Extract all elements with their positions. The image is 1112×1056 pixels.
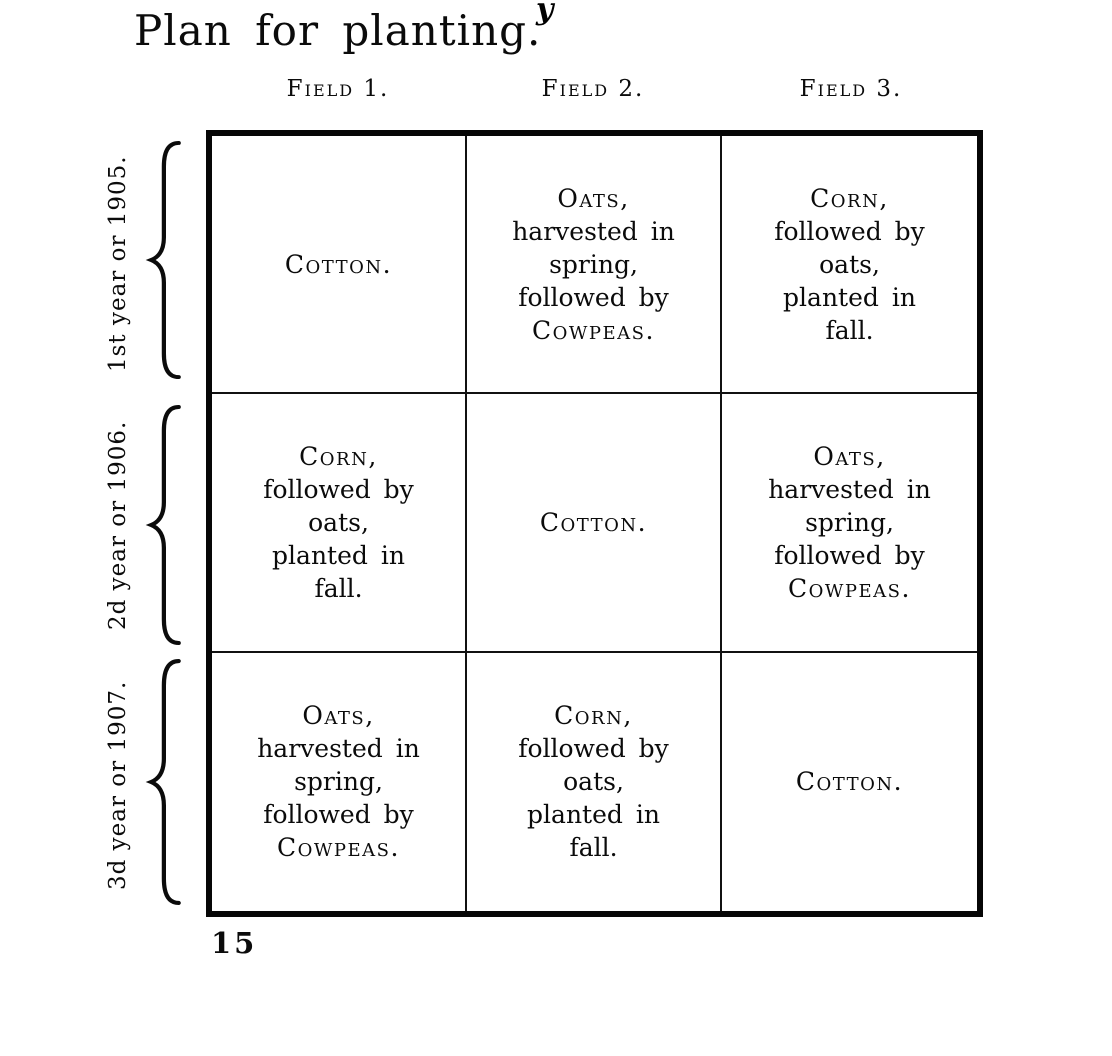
row-brace-icon bbox=[145, 404, 181, 646]
cell-line: harvested in bbox=[257, 734, 420, 764]
cell-line: Corn, bbox=[299, 441, 378, 471]
page-number: 15 bbox=[211, 926, 258, 960]
cell-line: Oats, bbox=[557, 183, 630, 213]
table-cell-y1907-field2: Corn, followed by oats, planted in fall. bbox=[467, 652, 722, 911]
table-cell-y1907-field1: Oats, harvested in spring, followed by C… bbox=[212, 652, 467, 911]
cell-line: fall. bbox=[825, 315, 874, 345]
cell-line: oats, bbox=[308, 507, 369, 537]
cell-line: Cowpeas. bbox=[788, 573, 911, 603]
cell-line: followed by bbox=[774, 540, 925, 570]
table-cell-y1906-field1: Corn, followed by oats, planted in fall. bbox=[212, 394, 467, 653]
cell-line: followed by bbox=[518, 734, 669, 764]
column-header-field-1: Field 1. bbox=[286, 76, 390, 102]
table-cell-y1905-field2: Oats, harvested in spring, followed by C… bbox=[467, 136, 722, 395]
row-label-year-3: 3d year or 1907. bbox=[105, 680, 131, 890]
cell-line: planted in bbox=[783, 282, 916, 312]
table-cell-y1906-field3: Oats, harvested in spring, followed by C… bbox=[722, 394, 977, 653]
cell-line: Oats, bbox=[302, 701, 375, 731]
cell-line: Oats, bbox=[813, 441, 886, 471]
table-cell-y1907-field3: Cotton. bbox=[722, 653, 977, 911]
cell-line: planted in bbox=[527, 800, 660, 830]
table-cell-y1905-field1: Cotton. bbox=[212, 136, 467, 395]
cell-line: oats, bbox=[819, 249, 880, 279]
cell-line: spring, bbox=[805, 507, 894, 537]
cell-line: Cotton. bbox=[284, 249, 393, 279]
cell-line: Corn, bbox=[810, 183, 889, 213]
cell-line: Cowpeas. bbox=[532, 315, 655, 345]
row-label-year-2: 2d year or 1906. bbox=[105, 420, 131, 630]
row-label-year-1: 1st year or 1905. bbox=[105, 155, 131, 373]
cell-line: planted in bbox=[272, 540, 405, 570]
planting-plan-table: Cotton. Oats, harvested in spring, follo… bbox=[206, 130, 983, 917]
cell-line: Corn, bbox=[554, 701, 633, 731]
cell-line: fall. bbox=[314, 573, 363, 603]
column-header-field-2: Field 2. bbox=[541, 76, 645, 102]
page-title: Plan for planting. bbox=[134, 6, 542, 55]
table-cell-y1906-field2: Cotton. bbox=[467, 394, 722, 653]
cell-line: spring, bbox=[294, 767, 383, 797]
cell-line: followed by bbox=[263, 474, 414, 504]
cell-line: Cowpeas. bbox=[277, 833, 400, 863]
row-brace-icon bbox=[145, 659, 181, 905]
row-brace-icon bbox=[145, 140, 181, 380]
column-header-field-3: Field 3. bbox=[799, 76, 903, 102]
cell-line: followed by bbox=[774, 216, 925, 246]
cell-line: spring, bbox=[549, 249, 638, 279]
cell-line: harvested in bbox=[768, 474, 931, 504]
cell-line: followed by bbox=[518, 282, 669, 312]
cell-line: fall. bbox=[569, 833, 618, 863]
cell-line: followed by bbox=[263, 800, 414, 830]
cell-line: Cotton. bbox=[539, 507, 648, 537]
cell-line: harvested in bbox=[512, 216, 675, 246]
cell-line: oats, bbox=[563, 767, 624, 797]
stray-print-mark: y bbox=[536, 0, 554, 27]
cell-line: Cotton. bbox=[795, 767, 904, 797]
table-cell-y1905-field3: Corn, followed by oats, planted in fall. bbox=[722, 136, 977, 395]
